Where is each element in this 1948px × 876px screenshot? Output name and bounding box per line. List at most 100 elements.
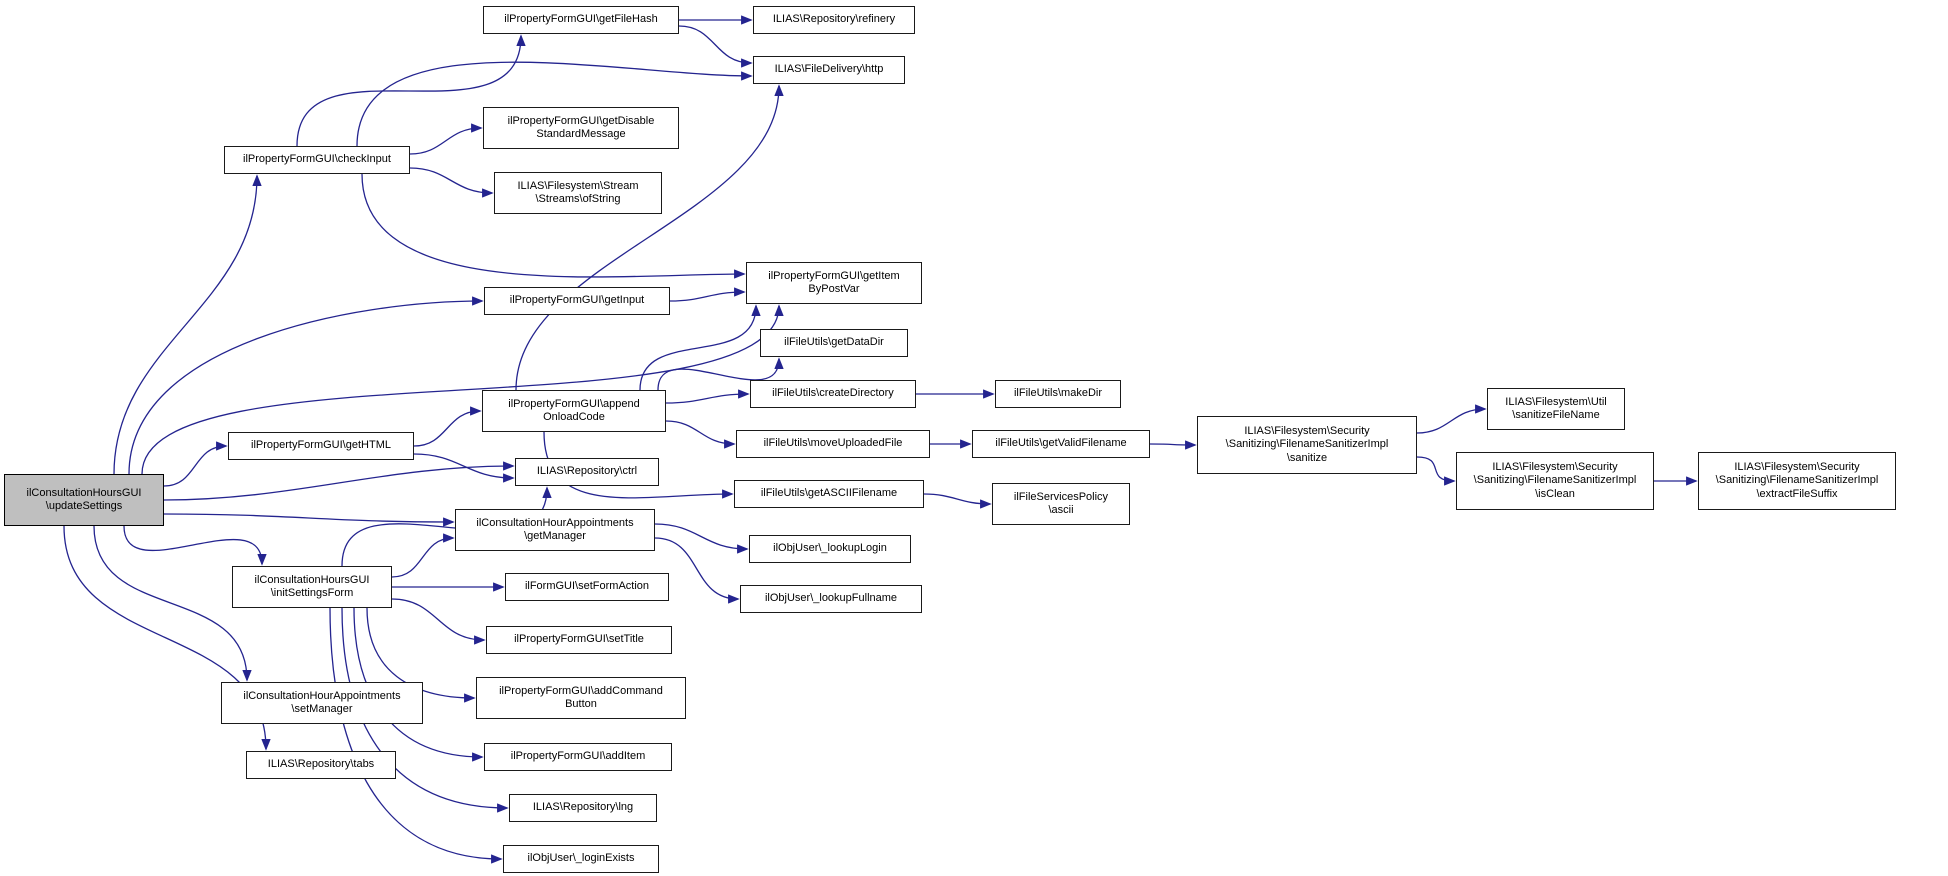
edge-initSettingsForm-setTitle	[391, 598, 486, 645]
graph-node-label-line: \Streams\ofString	[535, 193, 621, 205]
graph-node-ascii[interactable]: ilFileServicesPolicy\ascii	[992, 483, 1130, 525]
edge-initSettingsForm-loginExists	[329, 607, 503, 864]
graph-node-setTitle[interactable]: ilPropertyFormGUI\setTitle	[486, 626, 672, 654]
graph-node-getDataDir[interactable]: ilFileUtils\getDataDir	[760, 329, 908, 357]
graph-node-ofString[interactable]: ILIAS\Filesystem\Stream\Streams\ofString	[494, 172, 662, 214]
graph-node-label-line: \Sanitizing\FilenameSanitizerImpl	[1473, 474, 1637, 487]
graph-node-label-line: ilPropertyFormGUI\addCommand	[499, 684, 663, 697]
edge-updateSettings-getItemByPostVar	[141, 304, 784, 475]
graph-node-createDirectory[interactable]: ilFileUtils\createDirectory	[750, 380, 916, 408]
graph-node-http[interactable]: ILIAS\FileDelivery\http	[753, 56, 905, 84]
graph-node-label-line: ilFileServicesPolicy	[1013, 490, 1109, 503]
graph-node-label-line: StandardMessage	[536, 128, 626, 140]
graph-node-getASCIIFilename[interactable]: ilFileUtils\getASCIIFilename	[734, 480, 924, 508]
graph-node-setManager[interactable]: ilConsultationHourAppointments\setManage…	[221, 682, 423, 724]
edge-sanitize-sanitizeFileName	[1416, 404, 1487, 434]
edge-initSettingsForm-getManager	[391, 533, 455, 578]
graph-node-tabs[interactable]: ILIAS\Repository\tabs	[246, 751, 396, 779]
edge-updateSettings-getInput	[128, 296, 484, 475]
graph-node-getHTML[interactable]: ilPropertyFormGUI\getHTML	[228, 432, 414, 460]
graph-node-label-line: ilConsultationHourAppointments	[243, 689, 401, 702]
graph-node-label-line: ilFileUtils\getASCIIFilename	[760, 487, 898, 500]
graph-node-label-line: ilConsultationHoursGUI	[254, 573, 370, 586]
graph-node-label-line: ByPostVar	[808, 283, 860, 295]
graph-node-label-line: Button	[565, 698, 597, 710]
graph-node-label-line: ILIAS\Filesystem\Stream	[517, 179, 639, 192]
graph-node-initSettingsForm[interactable]: ilConsultationHoursGUI\initSettingsForm	[232, 566, 392, 608]
graph-node-label-line: \Sanitizing\FilenameSanitizerImpl	[1225, 438, 1389, 451]
graph-node-label-line: \setManager	[291, 703, 353, 715]
graph-node-label-line: ilPropertyFormGUI\getDisable	[507, 114, 655, 127]
graph-node-sanitize[interactable]: ILIAS\Filesystem\Security\Sanitizing\Fil…	[1197, 416, 1417, 474]
graph-node-sanitizeFileName[interactable]: ILIAS\Filesystem\Util\sanitizeFileName	[1487, 388, 1625, 430]
graph-node-getManager[interactable]: ilConsultationHourAppointments\getManage…	[455, 509, 655, 551]
edge-updateSettings-ctrl	[163, 461, 515, 501]
graph-node-loginExists[interactable]: ilObjUser\_loginExists	[503, 845, 659, 873]
edge-getValidFilename-sanitize	[1149, 440, 1197, 450]
graph-node-setFormAction[interactable]: ilFormGUI\setFormAction	[505, 573, 669, 601]
graph-node-label-line: \sanitizeFileName	[1512, 409, 1600, 421]
edge-checkInput-getDisableStandardMessage	[409, 123, 483, 155]
graph-node-label-line: ilFileUtils\getDataDir	[784, 336, 884, 349]
graph-node-label-line: ilPropertyFormGUI\getFileHash	[504, 13, 658, 26]
edge-getManager-lookupFullname	[654, 537, 740, 604]
graph-node-label-line: ILIAS\Repository\ctrl	[536, 465, 638, 478]
graph-node-label-line: ilPropertyFormGUI\setTitle	[514, 633, 644, 646]
graph-node-label-line: ilConsultationHoursGUI	[26, 486, 142, 499]
edge-updateSettings-initSettingsForm	[123, 525, 267, 566]
graph-node-label-line: ILIAS\Filesystem\Security	[1734, 460, 1860, 473]
edge-updateSettings-checkInput	[113, 174, 262, 475]
edge-appendOnloadCode-getItemByPostVar	[639, 304, 761, 391]
graph-node-label-line: ilFormGUI\setFormAction	[524, 580, 650, 593]
graph-node-label-line: OnloadCode	[543, 411, 605, 423]
graph-node-refinery[interactable]: ILIAS\Repository\refinery	[753, 6, 915, 34]
graph-node-label-line: \ascii	[1048, 504, 1074, 516]
graph-node-label-line: ILIAS\FileDelivery\http	[774, 63, 884, 76]
graph-node-ctrl[interactable]: ILIAS\Repository\ctrl	[515, 458, 659, 486]
edge-updateSettings-setManager	[93, 525, 252, 682]
graph-node-extractFileSuffix[interactable]: ILIAS\Filesystem\Security\Sanitizing\Fil…	[1698, 452, 1896, 510]
graph-node-moveUploadedFile[interactable]: ilFileUtils\moveUploadedFile	[736, 430, 930, 458]
graph-node-label-line: ilConsultationHourAppointments	[476, 516, 634, 529]
graph-node-getInput[interactable]: ilPropertyFormGUI\getInput	[484, 287, 670, 315]
graph-node-getFileHash[interactable]: ilPropertyFormGUI\getFileHash	[483, 6, 679, 34]
graph-node-label-line: \getManager	[524, 530, 586, 542]
graph-node-addItem[interactable]: ilPropertyFormGUI\addItem	[484, 743, 672, 771]
graph-node-getValidFilename[interactable]: ilFileUtils\getValidFilename	[972, 430, 1150, 458]
graph-node-label-line: ilObjUser\_loginExists	[527, 852, 635, 865]
graph-node-label-line: ilFileUtils\makeDir	[1013, 387, 1102, 400]
graph-node-label-line: ILIAS\Repository\lng	[532, 801, 634, 814]
graph-node-label-line: ilPropertyFormGUI\getInput	[509, 294, 645, 307]
graph-node-label-line: ILIAS\Repository\refinery	[772, 13, 896, 26]
graph-node-lookupLogin[interactable]: ilObjUser\_lookupLogin	[749, 535, 911, 563]
graph-node-label-line: \initSettingsForm	[270, 587, 354, 599]
graph-node-lookupFullname[interactable]: ilObjUser\_lookupFullname	[740, 585, 922, 613]
edge-updateSettings-getManager	[163, 513, 455, 527]
graph-node-label-line: ilPropertyFormGUI\append	[508, 397, 640, 410]
graph-node-label-line: ilObjUser\_lookupLogin	[773, 542, 887, 555]
edge-getASCIIFilename-ascii	[923, 493, 992, 509]
graph-node-label-line: ILIAS\Filesystem\Util	[1505, 395, 1607, 408]
graph-node-label-line: ilFileUtils\getValidFilename	[995, 437, 1127, 450]
edge-checkInput-http	[356, 61, 753, 147]
graph-node-lng[interactable]: ILIAS\Repository\lng	[509, 794, 657, 822]
graph-node-label-line: ilFileUtils\moveUploadedFile	[763, 437, 903, 450]
graph-node-label-line: ilPropertyFormGUI\checkInput	[243, 153, 391, 166]
edge-checkInput-getFileHash	[296, 34, 526, 147]
graph-node-label-line: \updateSettings	[45, 500, 123, 512]
edge-getHTML-appendOnloadCode	[413, 406, 482, 447]
graph-node-makeDir[interactable]: ilFileUtils\makeDir	[995, 380, 1121, 408]
graph-node-checkInput[interactable]: ilPropertyFormGUI\checkInput	[224, 146, 410, 174]
graph-node-label-line: \sanitize	[1286, 451, 1328, 464]
graph-node-isClean[interactable]: ILIAS\Filesystem\Security\Sanitizing\Fil…	[1456, 452, 1654, 510]
graph-node-label-line: \extractFileSuffix	[1756, 487, 1838, 500]
graph-node-label-line: \isClean	[1535, 487, 1575, 500]
graph-node-label-line: ilPropertyFormGUI\addItem	[510, 750, 646, 763]
edge-getManager-lookupLogin	[654, 523, 749, 554]
graph-node-label-line: ilPropertyFormGUI\getItem	[768, 269, 900, 282]
